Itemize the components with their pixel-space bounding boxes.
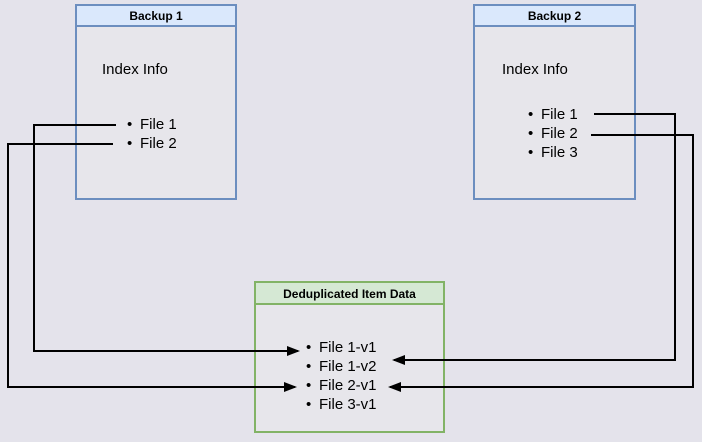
list-item: File 1-v1 [306,338,377,357]
dedup-file-list: File 1-v1 File 1-v2 File 2-v1 File 3-v1 [306,338,377,414]
list-item: File 2 [127,134,177,153]
node-dedup-title: Deduplicated Item Data [256,283,443,305]
list-item: File 2 [528,124,578,143]
node-backup-1: Backup 1 Index Info File 1 File 2 [75,4,237,200]
node-backup-2: Backup 2 Index Info File 1 File 2 File 3 [473,4,636,200]
list-item: File 3-v1 [306,395,377,414]
node-backup-1-title: Backup 1 [77,6,235,27]
list-item: File 3 [528,143,578,162]
backup-2-index-info-label: Index Info [502,61,568,78]
backup-1-file-list: File 1 File 2 [127,115,177,153]
list-item: File 1 [127,115,177,134]
node-backup-2-title: Backup 2 [475,6,634,27]
backup-2-file-list: File 1 File 2 File 3 [528,105,578,162]
list-item: File 1-v2 [306,357,377,376]
list-item: File 2-v1 [306,376,377,395]
backup-1-index-info-label: Index Info [102,61,168,78]
list-item: File 1 [528,105,578,124]
node-deduplicated-item-data: Deduplicated Item Data File 1-v1 File 1-… [254,281,445,433]
